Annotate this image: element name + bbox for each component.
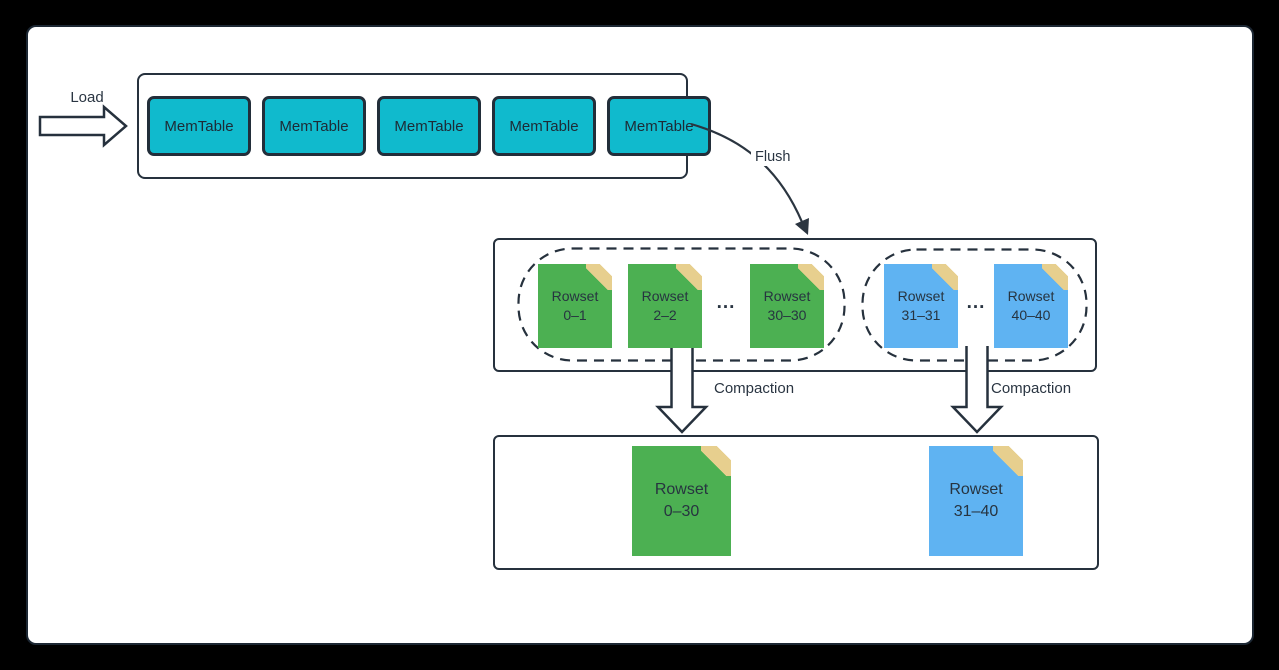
rowset-name: Rowset [641,288,689,305]
rowset-name: Rowset [551,288,599,305]
ellipsis-green-group: ... [716,292,736,313]
rowset-name: Rowset [654,481,709,499]
memtable-box: MemTable [377,96,481,156]
ellipsis-blue-group: ... [966,292,986,313]
flush-label: Flush [751,148,795,166]
rowset-doc-icon: Rowset 30–30 [750,264,824,348]
rowset-name: Rowset [1007,288,1055,305]
memtable-box: MemTable [492,96,596,156]
rowset-range: 0–1 [563,307,587,323]
rowset-range: 31–31 [901,307,941,323]
load-label: Load [70,89,104,106]
rowset-range: 30–30 [767,307,807,323]
rowset-range: 0–30 [663,503,700,520]
rowset-name: Rowset [949,481,1003,499]
compacted-rowset-doc-icon: Rowset 31–40 [929,446,1023,556]
rowset-range: 31–40 [953,503,999,520]
rowset-doc-icon: Rowset 31–31 [884,264,958,348]
memtable-box: MemTable [262,96,366,156]
rowset-doc-icon: Rowset 2–2 [628,264,702,348]
rowset-doc-icon: Rowset 0–1 [538,264,612,348]
compaction-label-right: Compaction [991,380,1072,397]
rowset-name: Rowset [897,288,945,305]
rowset-range: 2–2 [653,307,677,323]
rowset-range: 40–40 [1011,307,1051,323]
memtable-container: MemTable MemTable MemTable MemTable MemT… [137,73,711,179]
memtable-box: MemTable [607,96,711,156]
rowset-doc-icon: Rowset 40–40 [994,264,1068,348]
rowset-name: Rowset [763,288,811,305]
compaction-label-left: Compaction [714,380,795,397]
compacted-rowset-doc-icon: Rowset 0–30 [632,446,731,556]
memtable-box: MemTable [147,96,251,156]
